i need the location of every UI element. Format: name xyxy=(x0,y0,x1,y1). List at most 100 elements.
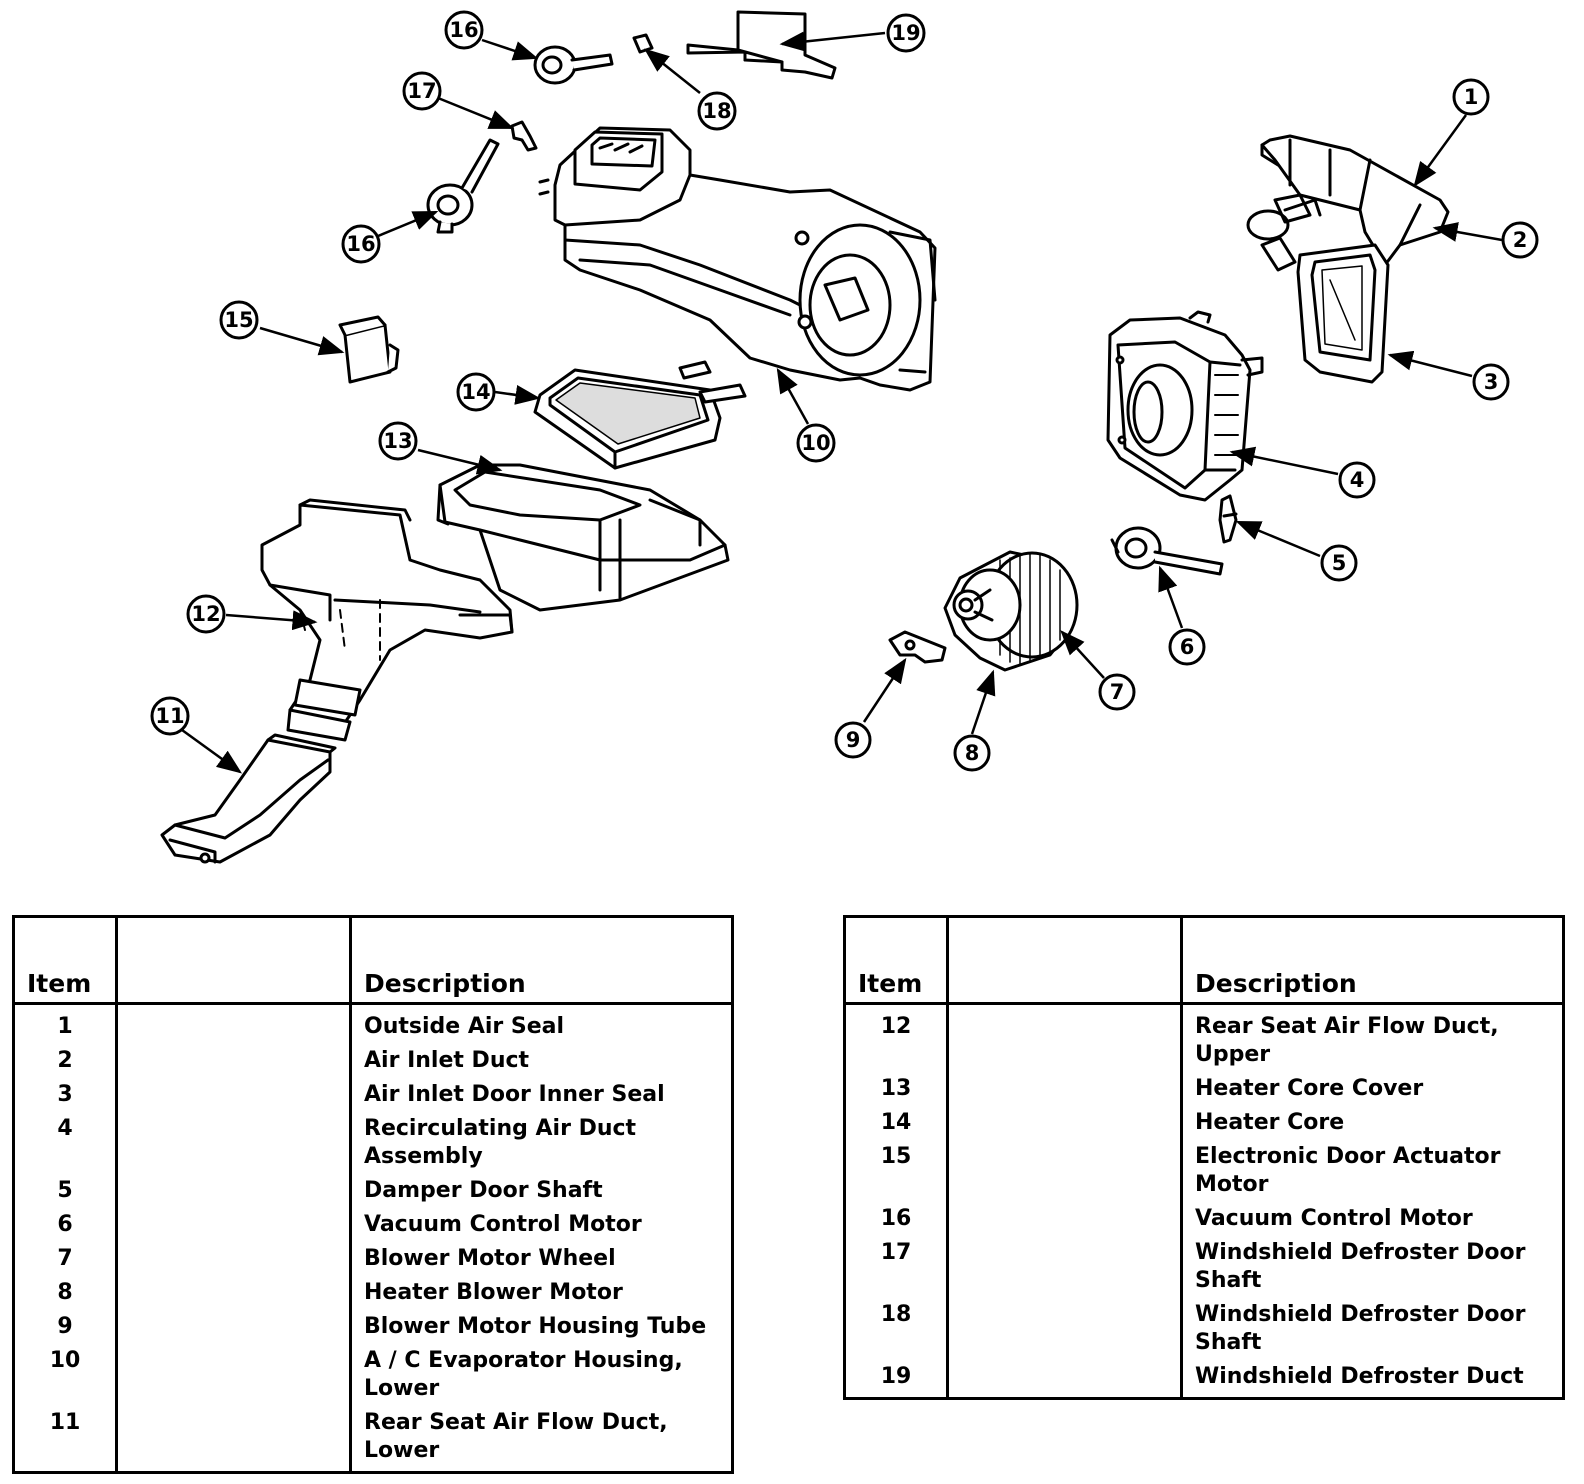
item-description: Heater Core Cover xyxy=(1195,1076,1424,1101)
table-header-row: Item Description xyxy=(844,916,1564,1005)
item-description: Blower Motor Housing Tube xyxy=(364,1314,707,1339)
item-description: Damper Door Shaft xyxy=(364,1178,603,1203)
item-description: Air Inlet Duct xyxy=(364,1048,530,1073)
part-16-vacuum-control-motor-upper xyxy=(533,45,614,85)
callout-13: 13 xyxy=(378,421,418,461)
part-6-vacuum-control-motor xyxy=(1110,526,1224,576)
item-description: Rear Seat Air Flow Duct, Upper xyxy=(1195,1014,1499,1067)
blank-header xyxy=(947,916,1183,1005)
svg-text:9: 9 xyxy=(846,728,861,752)
part-14-heater-core xyxy=(533,360,747,470)
description-header: Description xyxy=(350,916,733,1005)
callout-16-upper: 16 xyxy=(444,10,484,50)
item-header: Item xyxy=(844,916,949,1005)
callout-3: 3 xyxy=(1472,363,1510,401)
item-number: 4 xyxy=(13,1115,118,1177)
item-description: Blower Motor Wheel xyxy=(364,1246,616,1271)
svg-text:12: 12 xyxy=(191,602,220,626)
svg-text:10: 10 xyxy=(801,431,830,455)
item-description: Vacuum Control Motor xyxy=(1195,1206,1473,1231)
table-row: 1 Outside Air Seal xyxy=(13,1003,733,1047)
item-number: 5 xyxy=(13,1177,118,1211)
item-number: 6 xyxy=(13,1211,118,1245)
svg-text:3: 3 xyxy=(1484,370,1499,394)
part-18-defroster-door-shaft xyxy=(632,33,654,54)
callout-7: 7 xyxy=(1098,673,1136,711)
item-number: 19 xyxy=(844,1363,949,1399)
part-19-windshield-defroster-duct xyxy=(686,10,837,80)
table-row: 15 Electronic Door Actuator Motor xyxy=(844,1143,1564,1205)
part-1-2-outside-air-seal-and-inlet-duct xyxy=(1246,134,1450,272)
callout-18: 18 xyxy=(697,91,737,131)
item-description: Electronic Door Actuator Motor xyxy=(1195,1144,1501,1197)
callout-1: 1 xyxy=(1452,78,1490,116)
item-number: 9 xyxy=(13,1313,118,1347)
table-row: 6 Vacuum Control Motor xyxy=(13,1211,733,1245)
item-description: Windshield Defroster Door Shaft xyxy=(1195,1302,1526,1355)
svg-text:5: 5 xyxy=(1332,551,1347,575)
callout-8: 8 xyxy=(953,734,991,772)
part-9-blower-motor-housing-tube xyxy=(888,630,947,664)
part-15-electronic-door-actuator-motor xyxy=(338,315,400,384)
table-header-row: Item Description xyxy=(13,916,733,1005)
callout-12: 12 xyxy=(186,594,226,634)
svg-text:7: 7 xyxy=(1110,680,1125,704)
item-description: Heater Blower Motor xyxy=(364,1280,623,1305)
item-number: 18 xyxy=(844,1301,949,1363)
table-row: 3 Air Inlet Door Inner Seal xyxy=(13,1081,733,1115)
svg-text:1: 1 xyxy=(1464,85,1479,109)
item-description: Rear Seat Air Flow Duct, Lower xyxy=(364,1410,668,1463)
table-row: 12 Rear Seat Air Flow Duct, Upper xyxy=(844,1003,1564,1075)
svg-text:16: 16 xyxy=(449,18,478,42)
svg-text:14: 14 xyxy=(461,380,490,404)
callout-5: 5 xyxy=(1320,544,1358,582)
svg-text:13: 13 xyxy=(383,429,412,453)
item-number: 7 xyxy=(13,1245,118,1279)
svg-text:2: 2 xyxy=(1513,228,1528,252)
item-number: 15 xyxy=(844,1143,949,1205)
callout-2: 2 xyxy=(1501,221,1539,259)
part-4-recirculating-air-duct-assembly xyxy=(1106,310,1264,502)
callout-16-left: 16 xyxy=(341,224,381,264)
svg-text:19: 19 xyxy=(891,21,920,45)
callout-15: 15 xyxy=(219,300,259,340)
part-7-8-blower-motor-wheel-and-motor xyxy=(943,550,1079,672)
item-number: 12 xyxy=(844,1003,949,1075)
item-number: 10 xyxy=(13,1347,118,1409)
part-11-rear-seat-air-flow-duct-lower xyxy=(160,733,337,864)
item-description: A / C Evaporator Housing, Lower xyxy=(364,1348,683,1401)
svg-text:11: 11 xyxy=(155,704,184,728)
blank-header xyxy=(116,916,352,1005)
item-number: 14 xyxy=(844,1109,949,1143)
callout-17: 17 xyxy=(402,71,442,111)
item-description: Windshield Defroster Duct xyxy=(1195,1364,1524,1389)
description-header: Description xyxy=(1181,916,1564,1005)
table-row: 13 Heater Core Cover xyxy=(844,1075,1564,1109)
part-10-ac-evaporator-housing xyxy=(538,126,937,392)
parts-table-right: Item Description 12 Rear Seat Air Flow Du… xyxy=(843,915,1565,1400)
callout-6: 6 xyxy=(1168,628,1206,666)
table-row: 8 Heater Blower Motor xyxy=(13,1279,733,1313)
item-number: 3 xyxy=(13,1081,118,1115)
callout-11: 11 xyxy=(150,696,190,736)
item-description: Windshield Defroster Door Shaft xyxy=(1195,1240,1526,1293)
item-number: 1 xyxy=(13,1003,118,1047)
item-number: 13 xyxy=(844,1075,949,1109)
item-description: Outside Air Seal xyxy=(364,1014,565,1039)
part-3-air-inlet-door-inner-seal xyxy=(1296,243,1390,384)
table-row: 18 Windshield Defroster Door Shaft xyxy=(844,1301,1564,1363)
item-number: 8 xyxy=(13,1279,118,1313)
item-description: Vacuum Control Motor xyxy=(364,1212,642,1237)
svg-text:6: 6 xyxy=(1180,635,1195,659)
svg-text:18: 18 xyxy=(702,99,731,123)
item-description: Air Inlet Door Inner Seal xyxy=(364,1082,665,1107)
callout-19: 19 xyxy=(886,13,926,53)
table-row: 9 Blower Motor Housing Tube xyxy=(13,1313,733,1347)
